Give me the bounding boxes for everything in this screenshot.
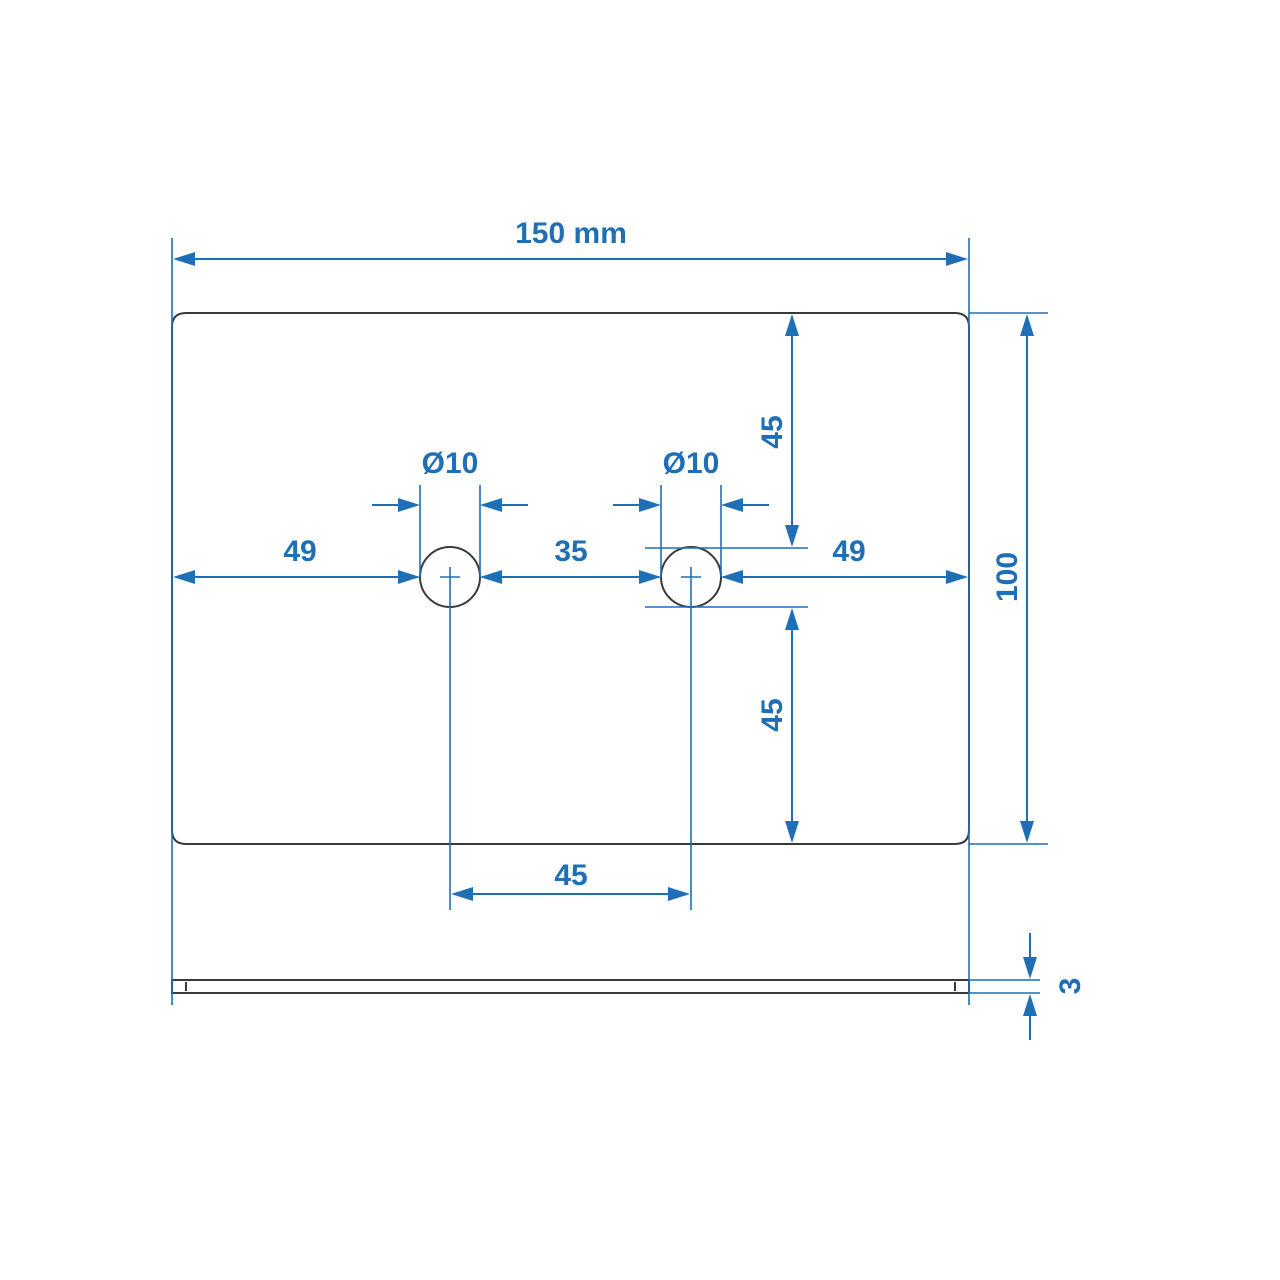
arrow-center-distance-left (451, 887, 473, 901)
label-hole1-diameter: Ø10 (422, 447, 479, 480)
arrow-hole2-diameter-right (721, 498, 743, 512)
arrow-overall-width-right (946, 252, 968, 266)
label-center-to-bottom: 45 (756, 698, 789, 731)
label-left-offset: 49 (283, 535, 316, 568)
arrow-gap-left (480, 570, 502, 584)
arrow-top-to-center-bottom (785, 525, 799, 547)
plate-outline (171, 312, 970, 845)
arrow-center-distance-right (668, 887, 690, 901)
label-right-offset: 49 (832, 535, 865, 568)
arrow-right-offset-left (721, 570, 743, 584)
arrow-overall-height-bottom (1020, 821, 1034, 843)
arrow-right-offset-right (946, 570, 968, 584)
arrow-overall-width-left (173, 252, 195, 266)
arrow-top-to-center-top (785, 314, 799, 336)
arrow-thickness-top (1023, 957, 1037, 979)
arrow-left-offset-left (173, 570, 195, 584)
label-overall-width: 150 mm (515, 217, 627, 250)
label-thickness: 3 (1054, 978, 1087, 995)
arrow-left-offset-right (398, 570, 420, 584)
label-overall-height: 100 (991, 552, 1024, 602)
label-hole-gap: 35 (554, 535, 587, 568)
arrow-gap-right (639, 570, 661, 584)
plate-side-view (171, 979, 970, 994)
arrow-center-to-bottom-bottom (785, 821, 799, 843)
label-top-to-center: 45 (756, 415, 789, 448)
arrow-thickness-bottom (1023, 994, 1037, 1016)
arrow-hole2-diameter-left (639, 498, 661, 512)
arrow-overall-height-top (1020, 314, 1034, 336)
label-hole2-diameter: Ø10 (663, 447, 720, 480)
arrow-hole1-diameter-right (480, 498, 502, 512)
arrow-hole1-diameter-left (398, 498, 420, 512)
label-center-distance: 45 (554, 859, 587, 892)
arrow-center-to-bottom-top (785, 608, 799, 630)
